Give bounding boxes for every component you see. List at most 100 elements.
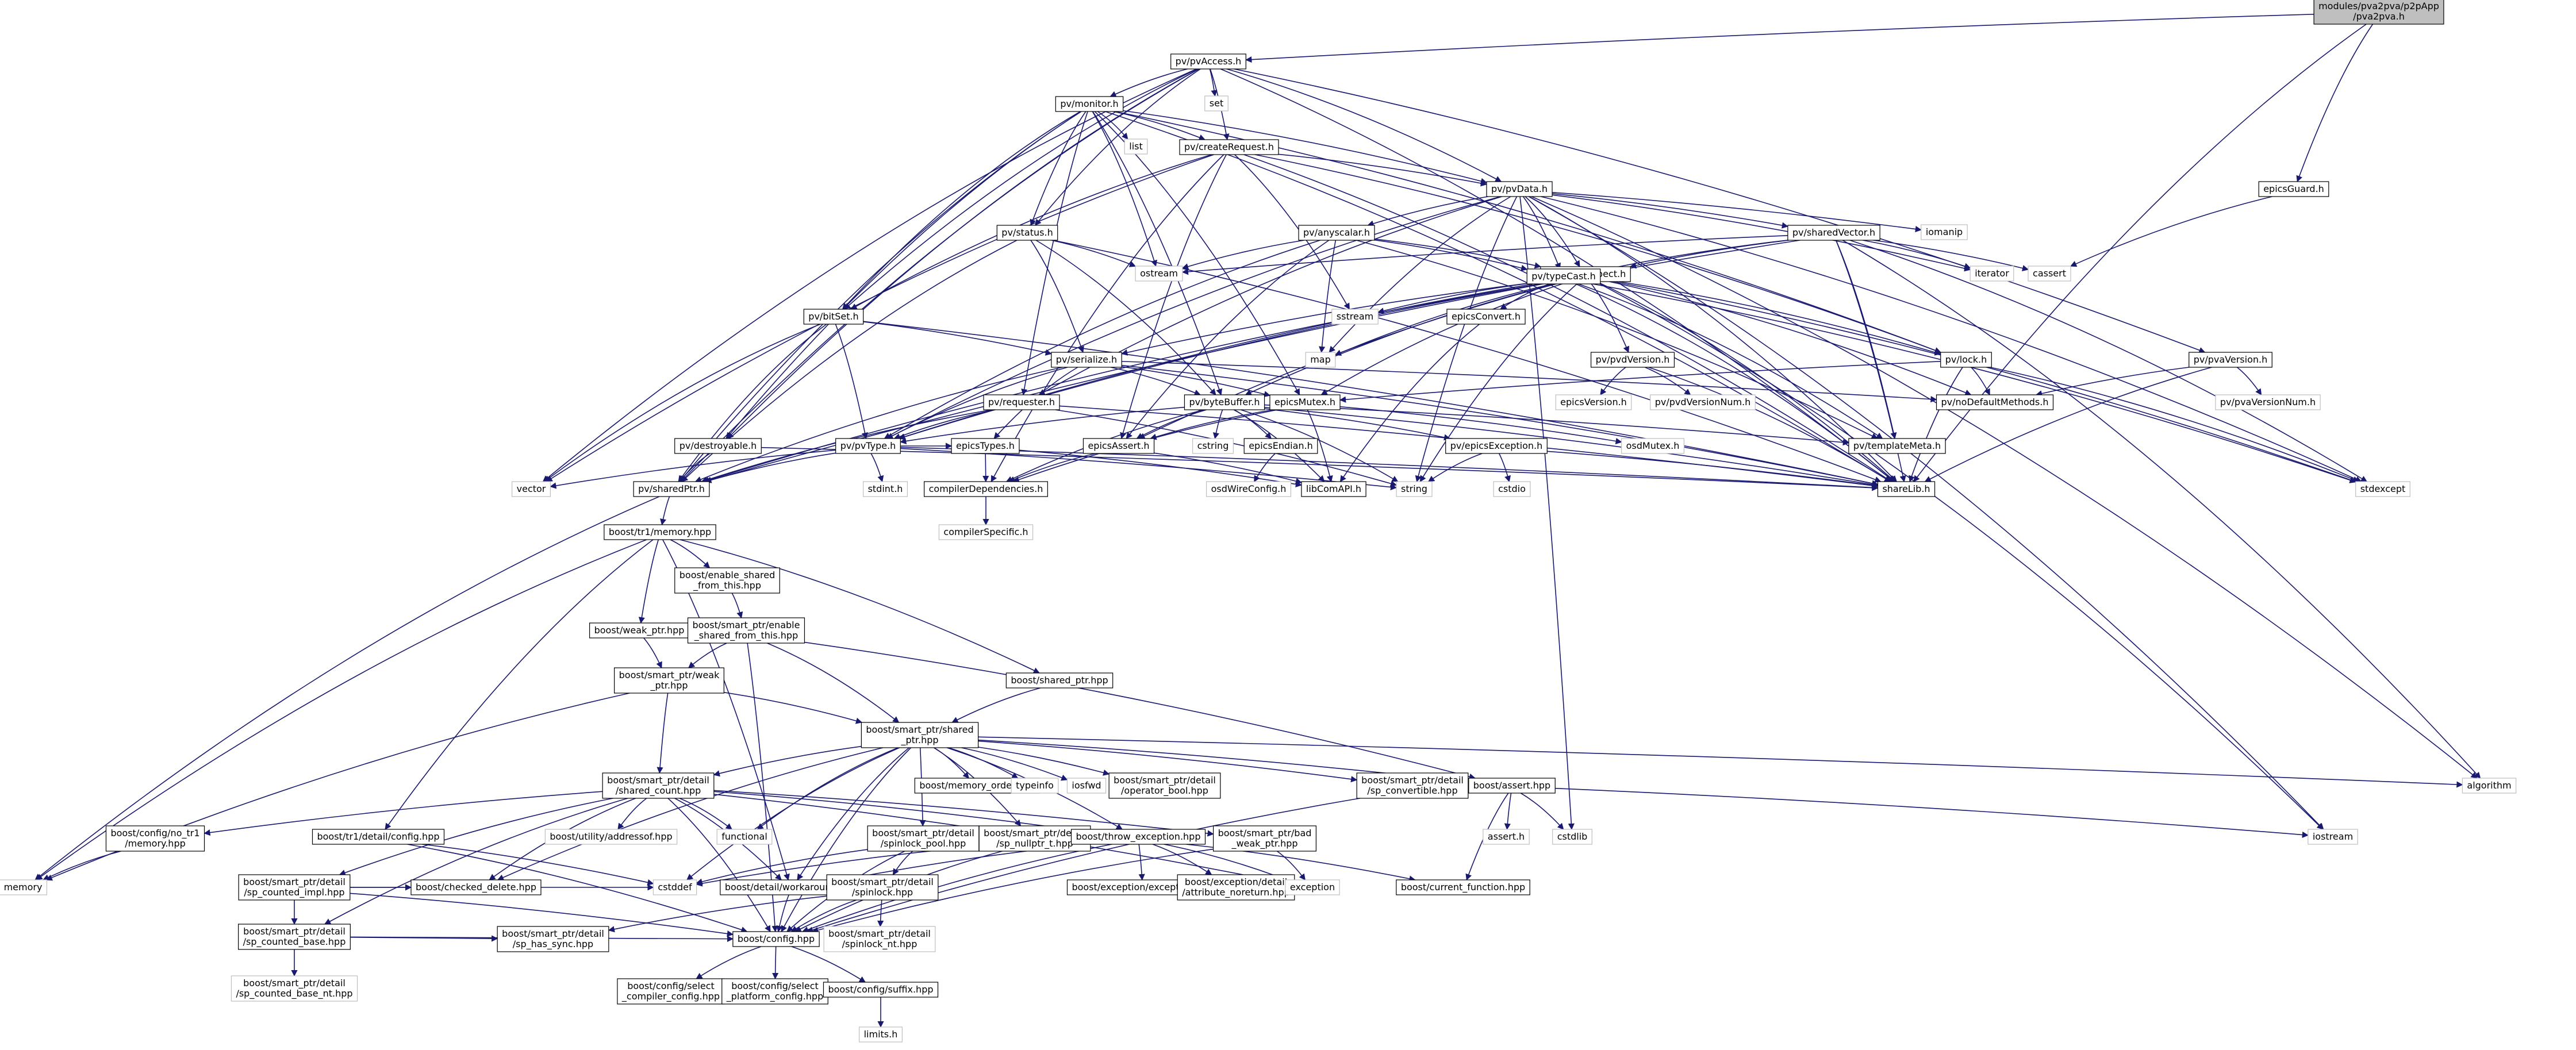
node-bitSet[interactable]: pv/bitSet.h [803,309,864,325]
node-typeCast[interactable]: pv/typeCast.h [1526,268,1601,284]
node-epicsTypes[interactable]: epicsTypes.h [951,438,1020,454]
node-tr1memory[interactable]: boost/tr1/memory.hpp [604,524,716,540]
node-createRequest[interactable]: pv/createRequest.h [1179,139,1279,155]
node-label: memory [4,882,43,893]
node-box [823,926,936,952]
node-badWeak[interactable]: boost/smart_ptr/bad_weak_ptr.hpp [1212,825,1317,852]
node-epicsConvert[interactable]: epicsConvert.h [1446,309,1526,325]
node-weakPtr[interactable]: boost/weak_ptr.hpp [589,622,690,639]
node-spWeak[interactable]: boost/smart_ptr/weak_ptr.hpp [614,667,724,694]
node-spSpinlock[interactable]: boost/smart_ptr/detail/spinlock.hpp [826,874,939,901]
node-noTr1Memory[interactable]: boost/config/no_tr1/memory.hpp [105,825,205,852]
node-pvData[interactable]: pv/pvData.h [1486,181,1553,197]
node-config[interactable]: boost/config.hpp [732,931,820,947]
node-spCountedImpl[interactable]: boost/smart_ptr/detail/sp_counted_impl.h… [238,874,351,901]
node-epicsMutex[interactable]: epicsMutex.h [1269,394,1341,410]
node-label: boost/detail/workaround.hpp [725,882,857,893]
edge-pvType-to-stdint [870,453,884,483]
node-sharedLib[interactable]: shareLib.h [1877,481,1936,497]
node-label: iterator [1975,268,2009,279]
node-pvType[interactable]: pv/pvType.h [835,438,901,454]
node-root[interactable]: modules/pva2pva/p2pApp/pva2pva.h [2313,0,2444,25]
node-label: iostream [2313,831,2353,842]
node-sharedPtr[interactable]: pv/sharedPtr.h [633,481,710,497]
node-opShared[interactable]: boost/smart_ptr/detail/operator_bool.hpp [1108,772,1221,799]
edge-serialize-to-sharedPtr [694,367,1063,483]
edge-spSharedCount-to-utilAddress [617,798,647,830]
node-spSpinlockPool[interactable]: boost/smart_ptr/detail/spinlock_pool.hpp [867,825,980,852]
node-label: boost/smart_ptr/detail/sp_has_sync.hpp [502,928,604,950]
node-label: iomanip [1926,226,1963,237]
edge-createRequest-to-compilerDependencies [991,154,1224,482]
edge-epicsAssert-to-compilerDependencies [1008,453,1096,483]
node-requester[interactable]: pv/requester.h [983,394,1060,410]
node-sharedVector[interactable]: pv/sharedVector.h [1787,225,1880,241]
node-monitor[interactable]: pv/monitor.h [1055,96,1124,112]
edge-sharedVector-to-typeCast [1599,240,1788,273]
node-suffix[interactable]: boost/config/suffix.hpp [823,982,939,998]
node-epicsGuard[interactable]: epicsGuard.h [2258,181,2329,197]
node-excNoreturn[interactable]: boost/exception/detail/attribute_noretur… [1177,874,1295,901]
edge-status-to-byteBuffer [1035,240,1216,395]
node-checkedDelete[interactable]: boost/checked_delete.hpp [410,879,542,895]
node-pvaVersion[interactable]: pv/pvaVersion.h [2189,352,2272,368]
node-currentFunction[interactable]: boost/current_function.hpp [1396,879,1530,895]
edge-spSharedCount-to-functional [679,798,732,830]
edge-typeCast-to-templateMeta [1578,283,1883,439]
edge-assertHpp-to-assertH [1504,793,1512,830]
node-label: pv/pvType.h [840,440,896,451]
edge-spShared-to-opShared [978,747,1110,776]
node-label: string [1401,483,1427,494]
edge-pvAccess-to-set [1209,68,1218,97]
node-pvEpicsException[interactable]: pv/epicsException.h [1445,438,1548,454]
node-templateMeta[interactable]: pv/templateMeta.h [1848,438,1946,454]
node-spConvertible[interactable]: boost/smart_ptr/detail/sp_convertible.hp… [1356,772,1469,799]
node-lock[interactable]: pv/lock.h [1940,352,1992,368]
edge-lock-to-epicsMutex [1339,361,1941,403]
node-label: boost/smart_ptr/detail/sp_counted_base.h… [243,926,346,948]
edge-spShared-to-checkedDelete [497,747,884,881]
node-status[interactable]: pv/status.h [996,225,1058,241]
node-noDefaultMethods[interactable]: pv/noDefaultMethods.h [1936,394,2054,410]
node-selectCompiler[interactable]: boost/config/select_compiler_config.hpp [617,978,725,1005]
node-label: boost/smart_ptr/detail/sp_counted_impl.h… [243,876,345,898]
node-byteBuffer[interactable]: pv/byteBuffer.h [1184,394,1265,410]
node-selectPlatform[interactable]: boost/config/select_platform_config.hpp [721,978,828,1005]
node-spCountedBase[interactable]: boost/smart_ptr/detail/sp_counted_base.h… [238,924,351,950]
edge-spShared-to-iosfwd [961,747,1068,781]
node-destroyable[interactable]: pv/destroyable.h [674,438,762,454]
node-compilerDependencies[interactable]: compilerDependencies.h [924,481,1048,497]
node-libComAPI[interactable]: libComAPI.h [1301,481,1366,497]
node-spShared[interactable]: boost/smart_ptr/shared_ptr.hpp [861,722,979,748]
edge-spSpinlock-to-config [790,899,857,932]
edge-sharedPtr-to-tr1memory [660,496,670,526]
node-iostream: iostream [2308,829,2358,845]
node-pvAccess[interactable]: pv/pvAccess.h [1170,53,1246,70]
node-spHasSync[interactable]: boost/smart_ptr/detail/sp_has_sync.hpp [497,926,609,952]
node-label: boost/smart_ptr/detail/operator_bool.hpp [1114,775,1216,797]
node-box [2355,481,2410,497]
node-serialize[interactable]: pv/serialize.h [1051,352,1122,368]
node-box [1243,438,1318,454]
node-assertHpp[interactable]: boost/assert.hpp [1468,778,1556,794]
node-label: epicsConvert.h [1452,311,1521,322]
node-box [867,825,980,852]
node-sharedPtrHpp[interactable]: boost/shared_ptr.hpp [1005,672,1114,689]
node-throwExc[interactable]: boost/throw_exception.hpp [1070,829,1206,845]
node-stdexcept: stdexcept [2355,481,2410,497]
node-tr1Config[interactable]: boost/tr1/detail/config.hpp [312,829,445,845]
node-enableShared[interactable]: boost/enable_shared_from_this.hpp [674,567,780,594]
node-box [674,567,780,594]
edge-spCountedImpl-to-config [350,893,734,937]
edge-byteBuffer-to-pvType [900,406,1185,445]
node-anyscalar[interactable]: pv/anyscalar.h [1298,225,1375,241]
node-spSharedCount[interactable]: boost/smart_ptr/detail/shared_count.hpp [602,772,715,799]
edge-sharedVector-to-algorithm [1842,240,2481,779]
node-label: epicsEndian.h [1249,440,1313,451]
node-epicsAssert[interactable]: epicsAssert.h [1082,438,1155,454]
node-epicsEndian[interactable]: epicsEndian.h [1243,438,1318,454]
node-spEnable[interactable]: boost/smart_ptr/enable_shared_from_this.… [687,617,805,644]
node-algorithm: algorithm [2462,778,2517,794]
edge-config-to-selectPlatform [772,946,779,980]
node-pvdVersion[interactable]: pv/pvdVersion.h [1590,352,1675,368]
